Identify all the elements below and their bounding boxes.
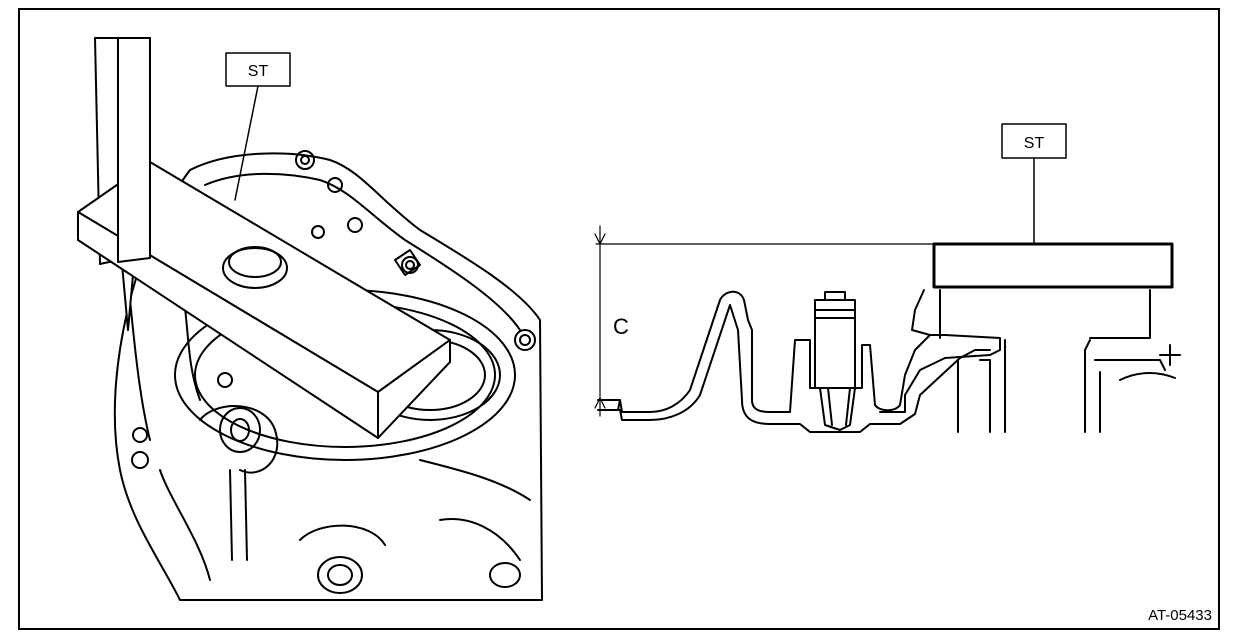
left-st-callout — [225, 52, 291, 201]
straight-edge-section — [932, 242, 1174, 289]
case-cross-section — [597, 289, 1181, 433]
figure-id: AT-05433 — [1148, 607, 1212, 624]
straight-edge-tool — [77, 37, 451, 439]
dimension-c — [594, 225, 935, 417]
dimension-c-label: C — [613, 314, 629, 339]
figure-frame — [18, 8, 1220, 630]
right-st-label: ST — [1024, 135, 1045, 152]
right-st-callout — [1001, 123, 1067, 245]
left-st-label: ST — [248, 63, 269, 80]
